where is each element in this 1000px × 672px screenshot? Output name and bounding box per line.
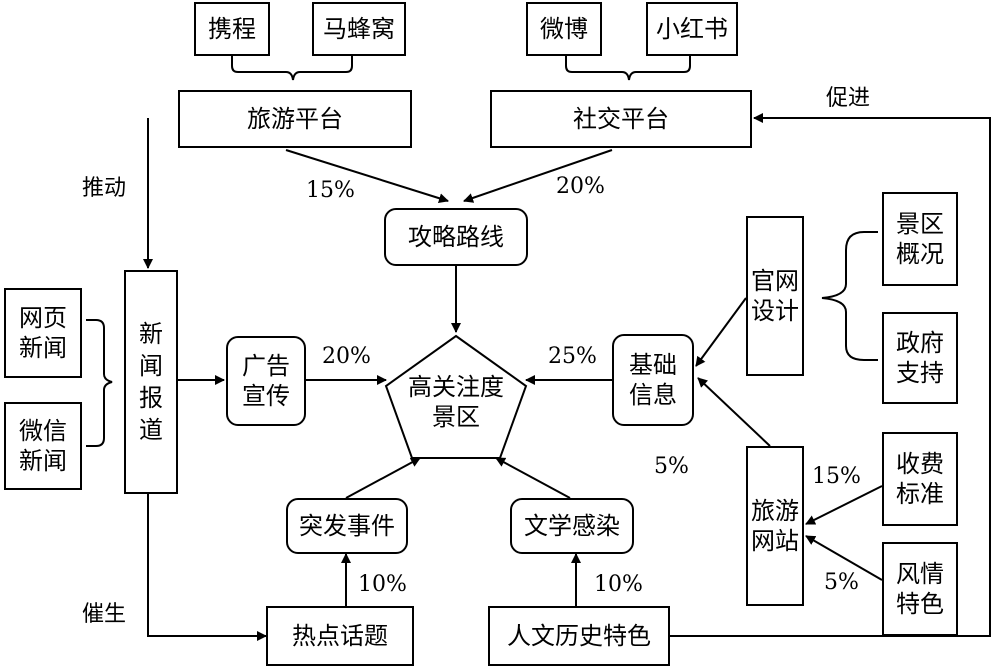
news-report-box: 新 闻 报 道 — [124, 270, 178, 494]
gov-support-line1: 政府 — [896, 329, 944, 357]
weibo-box: 微博 — [526, 2, 602, 56]
local-features-line2: 特色 — [896, 590, 944, 618]
arrow-fee-to-website — [805, 485, 883, 525]
scenic-overview-line1: 景区 — [896, 210, 944, 238]
center-pentagon — [384, 334, 528, 459]
arrow-features-to-website — [805, 535, 883, 581]
arrow-social-to-route — [463, 149, 613, 203]
wechat-news-box: 微信 新闻 — [4, 402, 82, 490]
news-report-char3: 报 — [139, 384, 163, 412]
fee-standard-box: 收费 标准 — [882, 432, 958, 526]
web-news-line2: 新闻 — [19, 334, 67, 362]
pct-website-label: 5% — [654, 454, 689, 479]
official-site-line2: 设计 — [751, 297, 799, 325]
brace-travel-platforms — [231, 56, 353, 81]
travel-website-box: 旅游 网站 — [746, 446, 804, 606]
spawn-label: 催生 — [82, 602, 127, 627]
news-report-char4: 道 — [139, 416, 163, 444]
local-features-line1: 风情 — [896, 560, 944, 588]
travel-website-line2: 网站 — [751, 527, 799, 555]
pct-hot-label: 10% — [358, 572, 407, 597]
news-report-char2: 闻 — [139, 352, 163, 380]
advertising-line1: 广告 — [242, 352, 290, 380]
official-site-line1: 官网 — [751, 267, 799, 295]
basic-info-line1: 基础 — [629, 351, 677, 379]
pct-basic-label: 25% — [548, 344, 597, 369]
travel-platform-box: 旅游平台 — [178, 90, 412, 148]
arrow-news-to-hot — [147, 494, 267, 641]
promote-label: 促进 — [826, 86, 871, 111]
cultural-history-box: 人文历史特色 — [488, 606, 670, 666]
news-report-char1: 新 — [139, 320, 163, 348]
brace-news — [86, 319, 113, 447]
brace-social-platforms — [565, 56, 691, 81]
advertising-box: 广告 宣传 — [226, 336, 306, 426]
advertising-line2: 宣传 — [242, 382, 290, 410]
push-label: 推动 — [82, 176, 127, 201]
arrow-travel-to-route — [285, 149, 449, 204]
arrow-site-to-basic — [695, 297, 747, 367]
pct-ad-label: 20% — [322, 344, 371, 369]
arrow-literary-to-center — [495, 457, 571, 499]
strategy-route-box: 攻略路线 — [384, 208, 528, 266]
gov-support-line2: 支持 — [896, 359, 944, 387]
arrow-emergency-to-center — [345, 457, 421, 499]
web-news-line1: 网页 — [19, 304, 67, 332]
center-label: 高关注度 景区 — [388, 372, 524, 432]
gov-support-box: 政府 支持 — [882, 312, 958, 404]
arrow-culture-to-social — [670, 113, 991, 637]
travel-website-line1: 旅游 — [751, 497, 799, 525]
wechat-news-line1: 微信 — [19, 417, 67, 445]
pct-social-label: 20% — [556, 174, 605, 199]
official-site-box: 官网 设计 — [746, 216, 804, 376]
arrow-website-to-basic — [697, 377, 771, 447]
web-news-box: 网页 新闻 — [4, 288, 82, 378]
basic-info-line2: 信息 — [629, 381, 677, 409]
scenic-overview-line2: 概况 — [896, 240, 944, 268]
pct-travel-label: 15% — [306, 178, 355, 203]
social-platform-box: 社交平台 — [490, 90, 752, 148]
local-features-box: 风情 特色 — [882, 542, 958, 636]
mafengwo-box: 马蜂窝 — [312, 2, 406, 56]
wechat-news-line2: 新闻 — [19, 447, 67, 475]
brace-official-site — [821, 231, 878, 361]
scenic-overview-box: 景区 概况 — [882, 192, 958, 286]
xiecheng-box: 携程 — [194, 2, 270, 56]
pct-culture-label: 10% — [594, 572, 643, 597]
center-line1: 高关注度 — [408, 373, 504, 401]
basic-info-box: 基础 信息 — [612, 334, 694, 426]
hot-topic-box: 热点话题 — [266, 606, 414, 666]
literary-box: 文学感染 — [510, 498, 634, 554]
center-line2: 景区 — [432, 403, 480, 431]
fee-standard-line2: 标准 — [896, 480, 944, 508]
fee-standard-line1: 收费 — [896, 450, 944, 478]
xiaohongshu-box: 小红书 — [646, 2, 738, 56]
emergency-box: 突发事件 — [286, 498, 408, 554]
pct-features-label: 5% — [824, 570, 859, 595]
pct-fee-label: 15% — [812, 464, 861, 489]
